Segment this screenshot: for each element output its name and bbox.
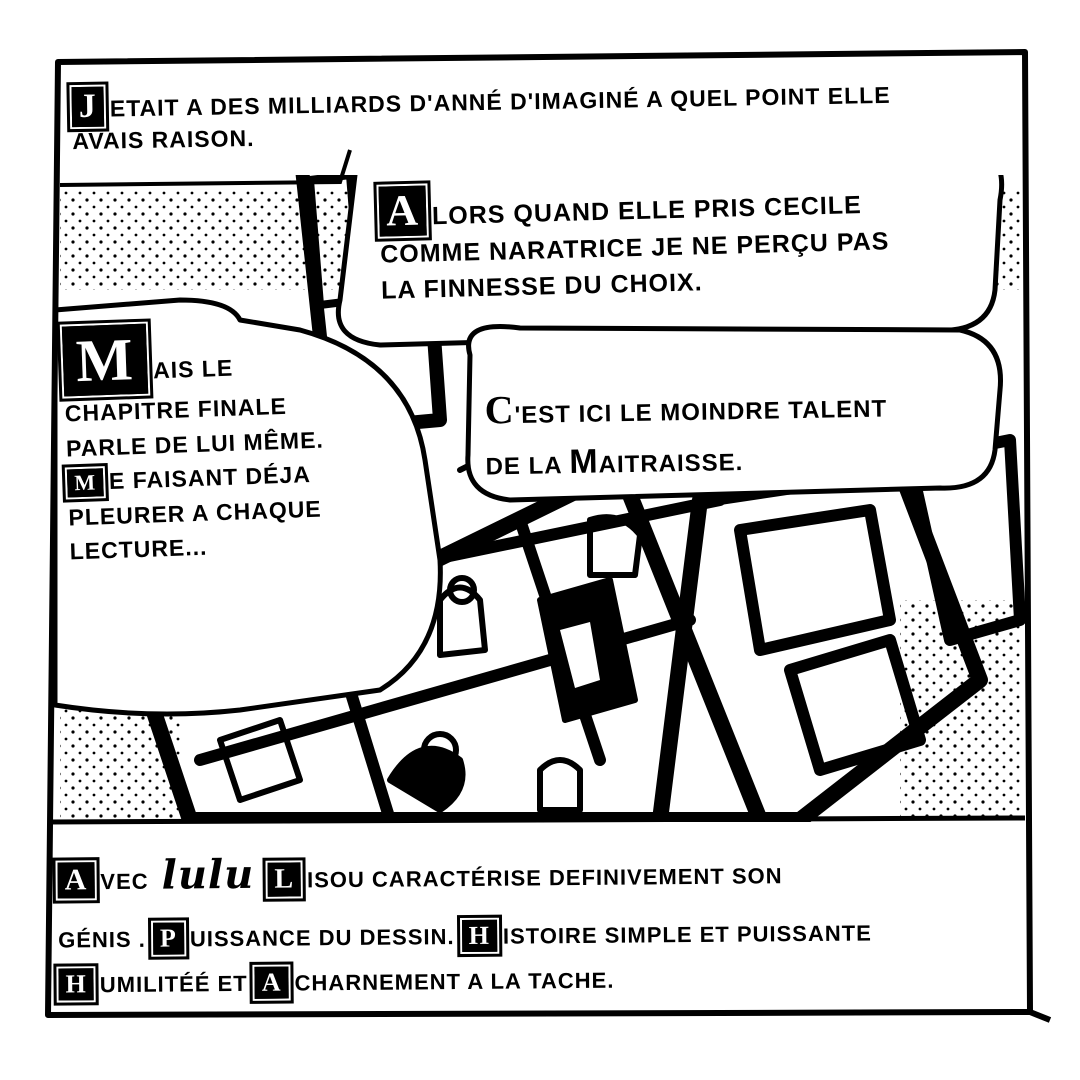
bottom-caption-avec: VEC: [100, 868, 149, 895]
drop-cap-p: P: [147, 917, 190, 960]
bottom-caption-line-2-mid: UISSANCE DU DESSIN.: [189, 924, 455, 952]
drop-cap-a-2: A: [249, 961, 294, 1004]
bottom-caption-line-3-end: CHARNEMENT A LA TACHE.: [294, 967, 615, 996]
bottom-caption-box: [47, 815, 1026, 1014]
drop-cap-a: A: [373, 180, 432, 242]
bubble-middle-line-2-rest: AITRAISSE.: [598, 449, 744, 479]
drop-cap-j: J: [66, 81, 110, 133]
bubble-top-line-1: LORS QUAND ELLE PRIS CECILE: [431, 191, 863, 231]
speech-bubble-middle: [465, 324, 1003, 503]
drop-cap-m-small: M: [61, 463, 109, 503]
bubble-middle-line-1: 'EST ICI LE MOINDRE TALENT: [514, 395, 888, 429]
drop-cap-a-bottom: A: [52, 857, 100, 904]
drop-cap-h: H: [456, 914, 503, 958]
bottom-caption-line-2-start: GÉNIS .: [58, 926, 146, 953]
drop-cap-l: L: [262, 857, 307, 902]
drop-cap-m: M: [56, 318, 154, 402]
signature-lulu: lulu: [161, 850, 255, 899]
speech-bubble-left: [52, 297, 443, 717]
bubble-left-line-4: E FAISANT DÉJA: [108, 460, 312, 495]
drop-cap-h-2: H: [53, 963, 100, 1006]
bubble-middle-text: C'EST ICI LE MOINDRE TALENT DE LA MAITRA…: [484, 374, 888, 488]
drop-cap-c: C: [484, 386, 515, 433]
bubble-middle-line-2-cap: M: [568, 442, 599, 482]
bottom-caption-line-3-mid: UMILITÉÉ ET: [99, 970, 248, 998]
top-caption-box: [55, 75, 1025, 187]
bubble-middle-line-2-prefix: DE LA: [485, 452, 562, 481]
bubble-left-line-1: AIS LE: [152, 354, 234, 384]
speech-bubbles: [52, 137, 1005, 717]
bottom-caption-line-2-end: ISTOIRE SIMPLE ET PUISSANTE: [502, 920, 872, 949]
bottom-caption-line-1: ISOU CARACTÉRISE DEFINIVEMENT SON: [306, 863, 783, 893]
